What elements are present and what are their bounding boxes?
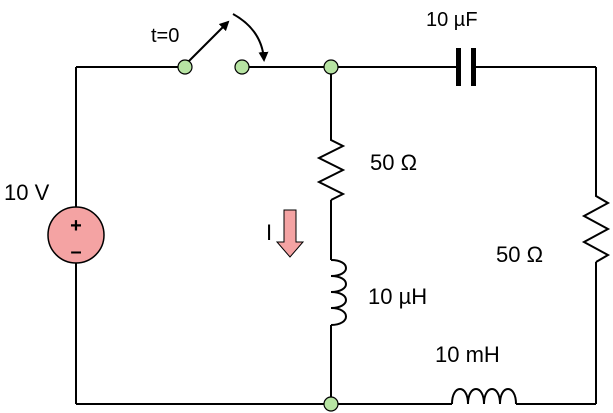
node-top-junction: [323, 59, 339, 75]
capacitor-plate-left: [456, 48, 461, 86]
capacitor-label: 10 µF: [426, 9, 478, 31]
switch-motion-arrow: [232, 13, 269, 62]
wires: [75, 66, 597, 405]
current-arrow-icon: [275, 209, 305, 258]
inductor-bottom-coil: [451, 388, 517, 405]
capacitor: 10 µF: [426, 9, 478, 86]
resistor-right-zigzag: [581, 190, 611, 263]
resistor-middle-zigzag: [316, 135, 346, 201]
switch-blade: [185, 20, 230, 65]
resistor-middle-label: 50 Ω: [370, 150, 417, 175]
nodes: [177, 59, 339, 412]
resistor-middle: 50 Ω: [316, 135, 417, 201]
current-indicator: I: [266, 209, 305, 258]
switch-label: t=0: [151, 25, 179, 47]
current-label: I: [266, 220, 272, 245]
voltage-source-label: 10 V: [4, 180, 50, 205]
inductor-bottom: 10 mH: [435, 342, 517, 405]
capacitor-plate-right: [471, 48, 476, 86]
node-bottom-junction: [323, 396, 339, 412]
voltage-source-plus: +: [70, 215, 82, 237]
inductor-middle-coil: [330, 259, 347, 326]
node-switch-left: [177, 59, 193, 75]
inductor-middle-label: 10 µH: [368, 284, 427, 309]
voltage-source: + – 10 V: [4, 180, 105, 264]
voltage-source-minus: –: [70, 241, 81, 263]
resistor-right-label: 50 Ω: [496, 242, 543, 267]
resistor-right: 50 Ω: [496, 190, 611, 267]
switch: t=0: [151, 13, 269, 65]
inductor-middle: 10 µH: [330, 259, 427, 326]
node-switch-right: [234, 59, 250, 75]
voltage-source-circle: [47, 206, 105, 264]
inductor-bottom-label: 10 mH: [435, 342, 500, 367]
